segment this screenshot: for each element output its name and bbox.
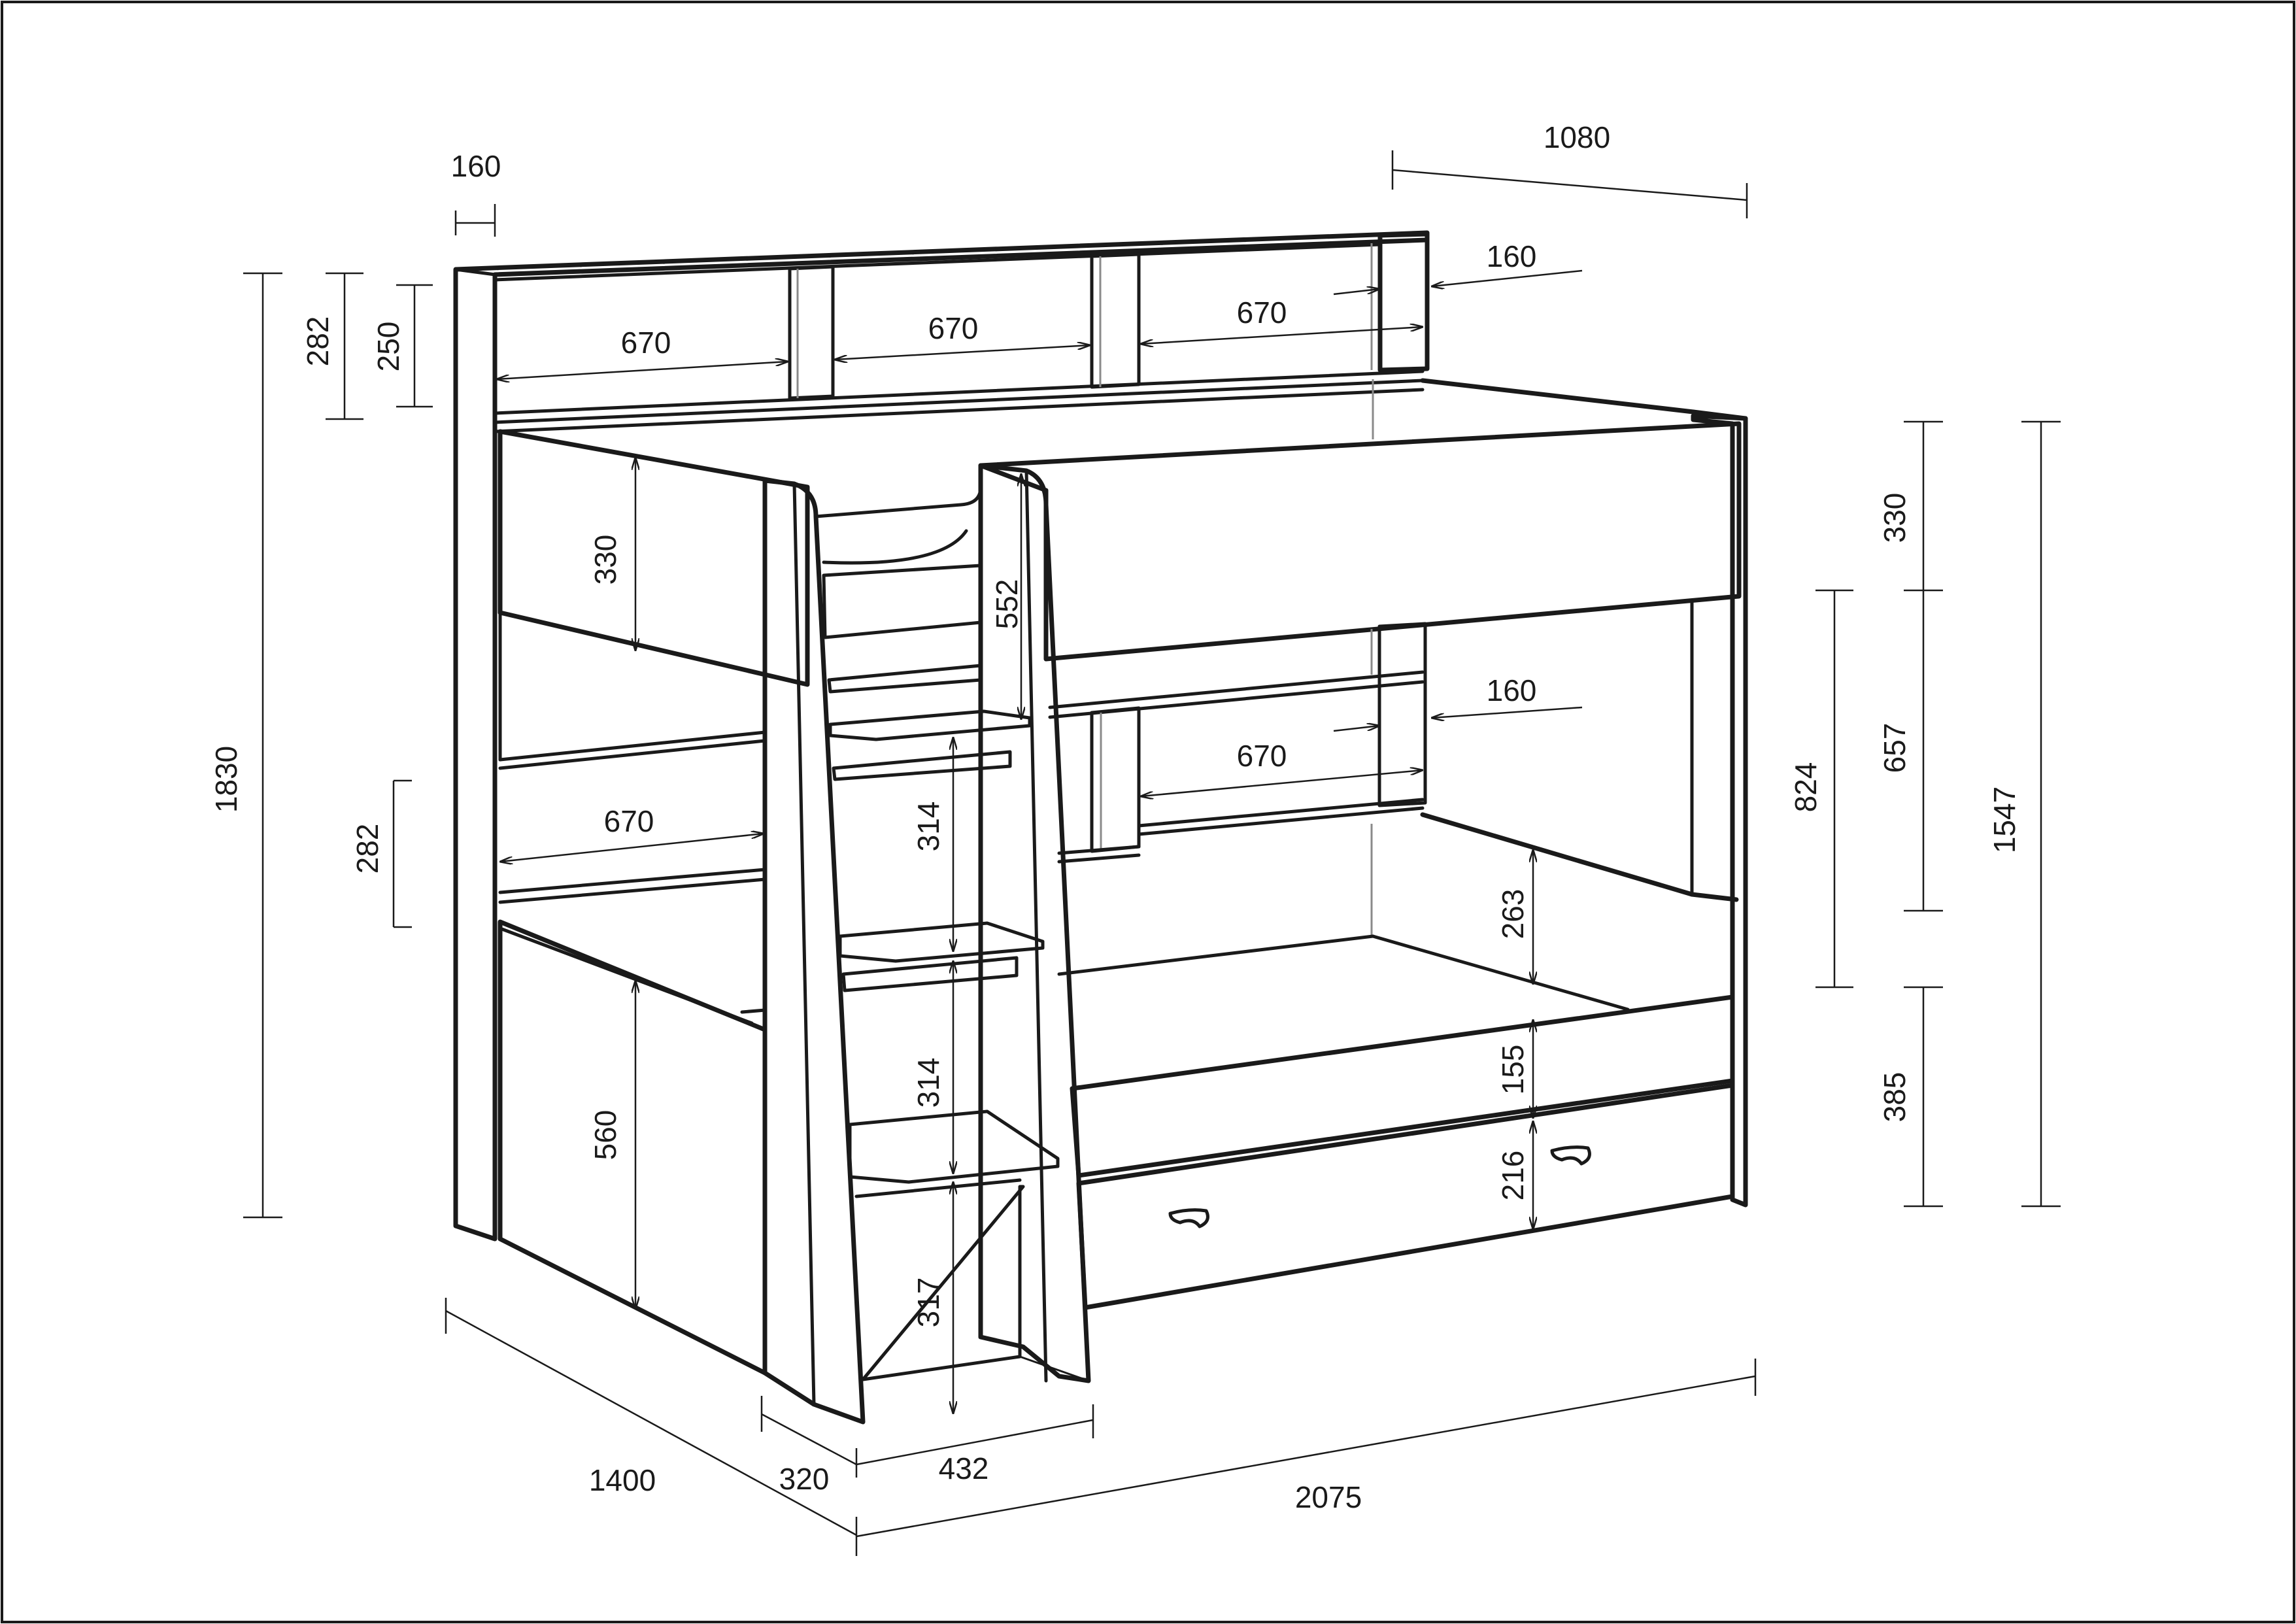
ladder-rail-right: [978, 463, 1091, 1383]
right-post: [1691, 413, 1748, 1208]
label-282-top: 282: [301, 316, 335, 367]
label-657: 657: [1878, 723, 1912, 773]
upper-left-guard: [498, 429, 810, 687]
top-divider-1: [788, 265, 835, 400]
label-560: 560: [588, 1110, 622, 1160]
label-330-right: 330: [1878, 493, 1912, 543]
ladder-rung-2: [827, 664, 983, 694]
label-263: 263: [1496, 889, 1530, 939]
label-2075: 2075: [1295, 1480, 1362, 1514]
label-1080: 1080: [1544, 120, 1610, 154]
label-552: 552: [990, 579, 1024, 630]
ladder-step-3: [848, 1109, 1060, 1184]
label-670-shelf-e: 670: [604, 804, 654, 838]
label-824: 824: [1789, 762, 1823, 813]
ladder-step-1-front: [832, 750, 1012, 781]
label-670-shelf-d: 670: [1237, 739, 1287, 773]
upper-front-guard: [978, 421, 1742, 662]
label-314-a: 314: [911, 802, 945, 852]
drawer-handle-2: [1550, 1145, 1591, 1166]
dimension-labels: 160 1080 160 160 670 670 670 670 670 282…: [209, 120, 2021, 1514]
label-385: 385: [1878, 1072, 1912, 1123]
label-670-shelf-b: 670: [928, 311, 979, 345]
drawer-handle-1: [1168, 1208, 1209, 1228]
lower-front-board: [1070, 994, 1735, 1178]
label-432: 432: [939, 1451, 989, 1485]
label-314-b: 314: [911, 1058, 945, 1108]
label-282-mid: 282: [350, 824, 384, 874]
top-shelf-right-panel: [1377, 231, 1430, 373]
label-216: 216: [1496, 1151, 1530, 1201]
label-1830: 1830: [209, 746, 243, 813]
ladder-rung-1: [822, 564, 983, 639]
label-330-left: 330: [588, 535, 622, 585]
label-160-top-left: 160: [451, 149, 501, 183]
label-317: 317: [911, 1277, 945, 1328]
drawer: [1076, 1083, 1735, 1310]
ladder-rail-left: [762, 478, 866, 1425]
label-670-shelf-c: 670: [1237, 296, 1287, 330]
label-160-right-upper: 160: [1487, 239, 1537, 273]
ladder-step-2-front: [841, 956, 1019, 992]
dimension-lines: [243, 150, 2061, 1556]
label-160-right-lower: 160: [1487, 673, 1537, 707]
label-1547: 1547: [1987, 787, 2021, 853]
label-155: 155: [1496, 1045, 1530, 1095]
ladder-step-1: [828, 709, 1032, 741]
label-320: 320: [779, 1462, 830, 1496]
label-250: 250: [371, 322, 405, 372]
ladder-base: [861, 1185, 1025, 1381]
lower-left-panel: [498, 919, 768, 1376]
mid-right-panel: [1377, 622, 1427, 807]
label-1400: 1400: [589, 1463, 656, 1497]
label-670-shelf-a: 670: [621, 326, 671, 360]
top-divider-2: [1090, 252, 1141, 389]
mid-divider: [1090, 706, 1141, 853]
ladder-step-2: [838, 921, 1045, 963]
